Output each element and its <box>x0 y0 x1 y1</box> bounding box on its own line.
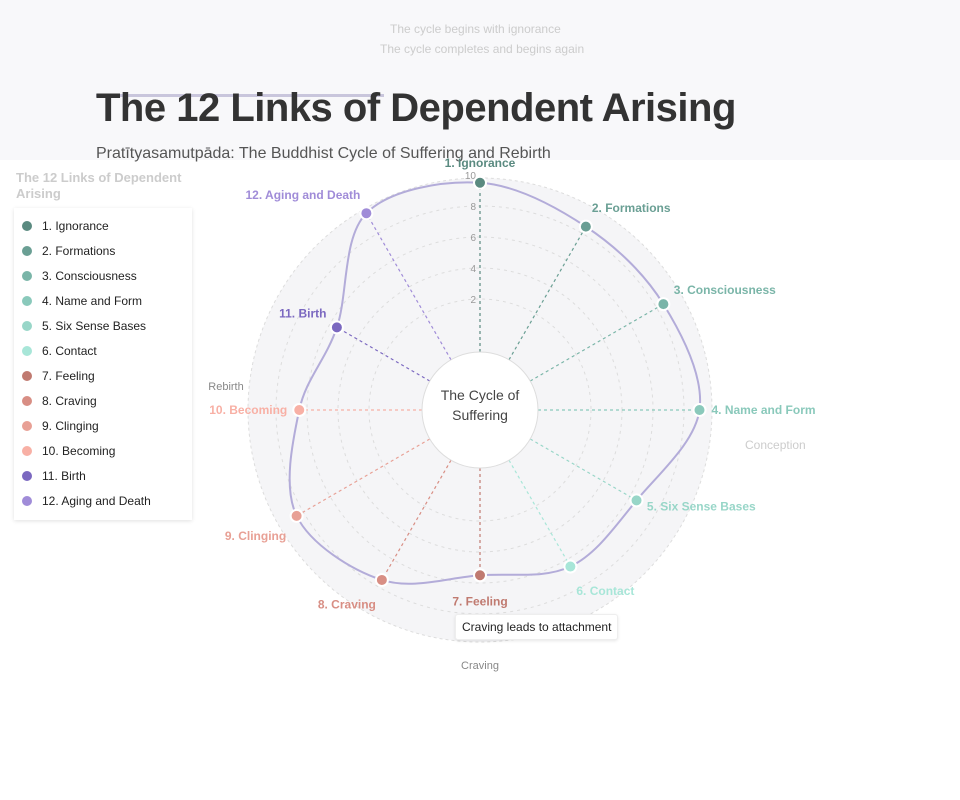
r-tick-label: 6 <box>470 233 476 244</box>
category-label: 3. Consciousness <box>674 283 776 297</box>
legend-label: 4. Name and Form <box>42 294 143 308</box>
page-title: The 12 Links of Dependent Arising <box>96 86 736 130</box>
legend-item[interactable]: 5. Six Sense Bases <box>22 316 146 336</box>
legend-marker <box>22 221 32 231</box>
data-point <box>578 219 593 234</box>
legend-marker <box>22 496 32 506</box>
legend-marker <box>22 246 32 256</box>
data-point <box>629 493 644 508</box>
data-point <box>359 206 374 221</box>
data-point <box>473 175 487 190</box>
legend-item[interactable]: 4. Name and Form <box>22 291 142 311</box>
r-tick-label: 10 <box>465 171 477 182</box>
category-label: 2. Formations <box>592 201 671 215</box>
legend: 1. Ignorance 2. Formations 3. Consciousnes… <box>14 208 192 520</box>
grid-ring <box>368 298 592 522</box>
category-label: 11. Birth <box>279 306 326 320</box>
data-point <box>374 572 389 587</box>
legend-label: 1. Ignorance <box>42 219 109 233</box>
legend-marker <box>22 346 32 356</box>
spoke <box>529 438 637 501</box>
legend-marker <box>22 296 32 306</box>
annotation-conception: Conception <box>745 438 806 452</box>
spoke <box>529 303 664 382</box>
legend-label: 5. Six Sense Bases <box>42 319 147 333</box>
spoke <box>508 226 587 361</box>
legend-label: 3. Consciousness <box>42 269 137 283</box>
category-label: 9. Clinging <box>225 529 286 543</box>
legend-item[interactable]: 10. Becoming <box>22 441 115 461</box>
legend-label: 11. Birth <box>42 469 86 483</box>
legend-marker <box>22 471 32 481</box>
r-tick-label: 4 <box>470 264 476 275</box>
legend-marker <box>22 396 32 406</box>
legend-label: 12. Aging and Death <box>42 494 151 508</box>
r-tick-label: 8 <box>470 202 476 213</box>
title-accent <box>96 94 384 97</box>
spoke <box>296 438 431 517</box>
legend-marker <box>22 271 32 281</box>
legend-item[interactable]: 12. Aging and Death <box>22 491 151 511</box>
legend-item[interactable]: 8. Craving <box>22 391 97 411</box>
annotation-completes: The cycle completes and begins again <box>380 42 585 56</box>
legend-label: 10. Becoming <box>42 444 116 458</box>
header-band <box>0 0 960 160</box>
page-subtitle: Pratītyasamutpāda: The Buddhist Cycle of… <box>96 145 551 162</box>
legend-item[interactable]: 6. Contact <box>22 341 97 361</box>
center-label-line1: The Cycle of <box>441 387 520 403</box>
legend-marker <box>22 371 32 381</box>
legend-label: 9. Clinging <box>42 419 99 433</box>
data-point <box>289 508 304 523</box>
data-point <box>329 320 344 335</box>
category-label: 12. Aging and Death <box>245 188 360 202</box>
legend-item[interactable]: 9. Clinging <box>22 416 99 436</box>
legend-item[interactable]: 3. Consciousness <box>22 266 137 286</box>
legend-marker <box>22 446 32 456</box>
center-label-line2: Suffering <box>452 407 508 423</box>
data-point <box>692 403 707 417</box>
legend-item[interactable]: 7. Feeling <box>22 366 95 386</box>
category-label: 10. Becoming <box>209 403 287 417</box>
category-label: 8. Craving <box>318 597 376 611</box>
legend-marker <box>22 421 32 431</box>
legend-label: 6. Contact <box>42 344 97 358</box>
legend-item[interactable]: 11. Birth <box>22 466 86 486</box>
category-label: 4. Name and Form <box>712 403 816 417</box>
annotation-begins: The cycle begins with ignorance <box>390 22 561 36</box>
category-label: 6. Contact <box>576 584 634 598</box>
legend-marker <box>22 321 32 331</box>
spoke <box>508 459 571 567</box>
legend-title: The 12 Links of Dependent Arising <box>16 170 182 201</box>
data-point <box>656 297 671 312</box>
annotation-rebirth: Rebirth <box>208 381 243 393</box>
annotation-craving: Craving <box>461 660 499 672</box>
category-label: 1. Ignorance <box>445 156 516 170</box>
data-point <box>473 568 487 583</box>
spoke <box>365 212 452 361</box>
category-label: 5. Six Sense Bases <box>647 499 756 513</box>
data-point <box>563 559 578 574</box>
data-point <box>292 403 307 417</box>
spoke <box>381 459 452 581</box>
category-label: 7. Feeling <box>452 594 507 608</box>
legend-label: 7. Feeling <box>42 369 95 383</box>
legend-label: 8. Craving <box>42 394 97 408</box>
r-tick-label: 2 <box>470 295 476 306</box>
center-circle <box>421 351 539 469</box>
legend-item[interactable]: 2. Formations <box>22 241 115 261</box>
legend-item[interactable]: 1. Ignorance <box>22 216 109 236</box>
tooltip: Craving leads to attachment <box>455 614 619 640</box>
legend-label: 2. Formations <box>42 244 116 258</box>
